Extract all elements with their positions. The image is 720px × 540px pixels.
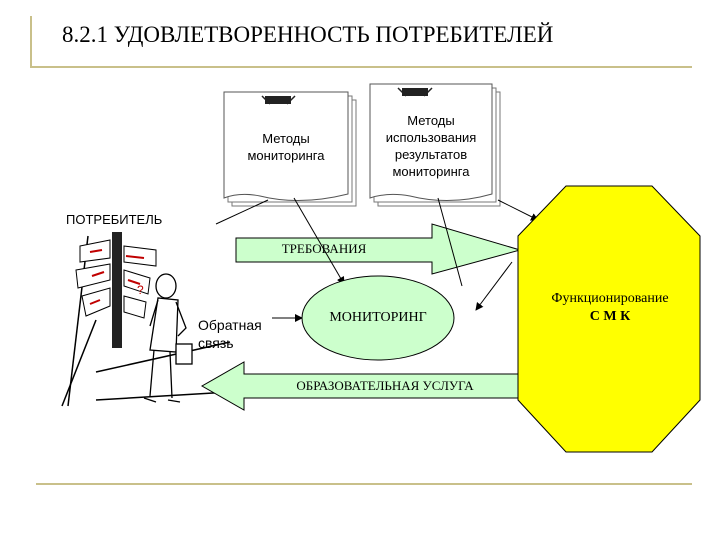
- document-stack-monitoring-methods: [223, 91, 357, 207]
- doc2-label-line1: Методы: [407, 113, 455, 128]
- doc2-label-line4: мониторинга: [392, 164, 470, 179]
- svg-text:?: ?: [137, 283, 144, 297]
- doc2-label: Методы использования результатов монитор…: [366, 112, 496, 180]
- binder-clip-icon: [397, 87, 433, 97]
- connector-consumer-doc1: [215, 199, 269, 225]
- qms-label: Функционирование С М К: [520, 290, 700, 326]
- binder-clip-icon: [261, 95, 296, 105]
- qms-octagon: [517, 185, 701, 453]
- educational-service-arrow: [200, 361, 519, 411]
- requirements-label: ТРЕБОВАНИЯ: [281, 241, 367, 256]
- consumer-label: ПОТРЕБИТЕЛЬ: [66, 212, 163, 227]
- connector-doc1-monitoring: [293, 197, 345, 285]
- signpost-icon: ?: [75, 232, 157, 348]
- connector-doc2-requirements: [437, 197, 463, 287]
- document-stack-results-methods: [369, 83, 501, 207]
- connector-requirements-qms: [475, 261, 513, 311]
- qms-label-line2: С М К: [589, 309, 631, 324]
- connector-doc2-qms: [497, 199, 539, 221]
- footer-rule: [36, 483, 692, 485]
- doc1-label-line1: Методы: [262, 131, 310, 146]
- doc1-label-line2: мониторинга: [247, 148, 325, 163]
- consumer-man-illustration: [143, 273, 193, 403]
- monitoring-label: МОНИТОРИНГ: [329, 310, 427, 325]
- qms-label-line1: Функционирование: [551, 291, 669, 306]
- doc1-label: Методы мониторинга: [226, 130, 346, 164]
- doc2-label-line2: использования: [385, 130, 477, 145]
- doc2-label-line3: результатов: [394, 147, 468, 162]
- feedback-label-line1: Обратная: [198, 317, 262, 333]
- monitoring-ellipse: [301, 275, 455, 361]
- page-title: 8.2.1 УДОВЛЕТВОРЕННОСТЬ ПОТРЕБИТЕЛЕЙ: [62, 22, 554, 47]
- road-illustration: [61, 235, 231, 407]
- feedback-label-line2: связь: [198, 335, 234, 351]
- educational-service-label: ОБРАЗОВАТЕЛЬНАЯ УСЛУГА: [296, 378, 474, 393]
- title-underline: [30, 66, 692, 68]
- title-frame-vertical: [30, 16, 32, 66]
- feedback-label: Обратная связь: [198, 316, 262, 352]
